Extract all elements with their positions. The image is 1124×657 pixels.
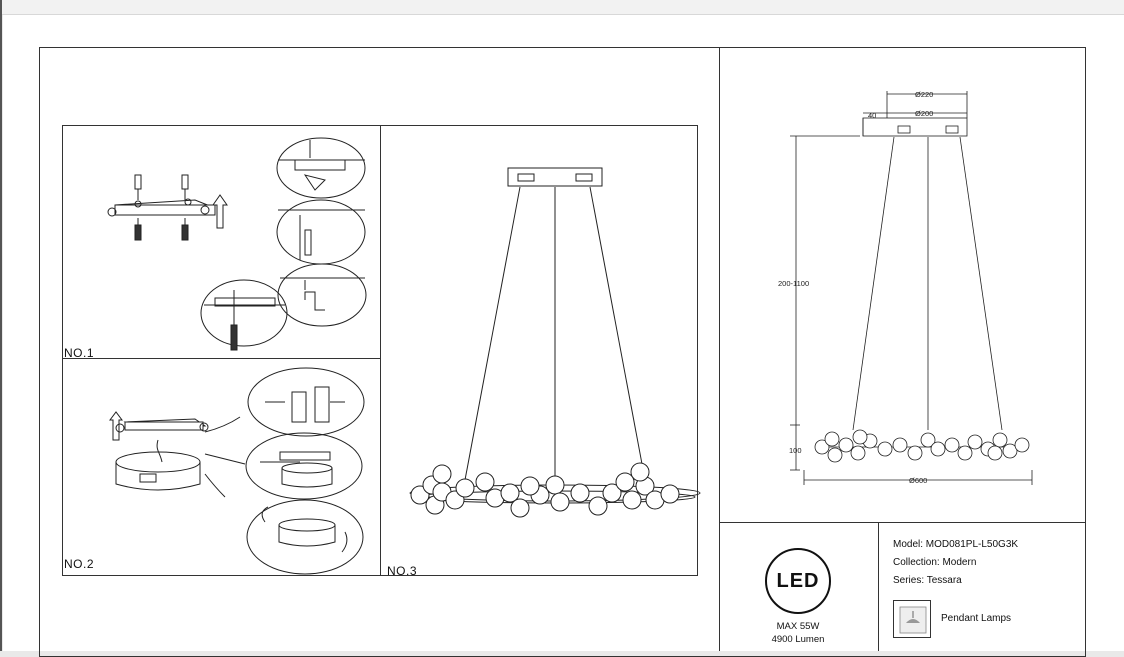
- led-badge-text: LED: [776, 569, 820, 592]
- step3-panel: [380, 125, 698, 576]
- step1-label: NO.1: [64, 346, 95, 360]
- dim-canopy-height: 40: [868, 111, 876, 120]
- lumen-output: 4900 Lumen: [771, 634, 825, 645]
- pendant-dimension-drawing: Ø220 Ø200 40 200-1100 100 Ø600: [778, 90, 1033, 485]
- product-type: Pendant Lamps: [941, 613, 1012, 624]
- step3-label: NO.3: [387, 564, 418, 578]
- product-info: Model: MOD081PL-L50G3K Collection: Moder…: [893, 536, 1018, 590]
- led-badge: LED: [765, 548, 831, 614]
- viewer-toolbar: [0, 0, 1124, 15]
- dim-ring-height: 100: [789, 446, 802, 455]
- divider: [719, 522, 1086, 523]
- divider: [878, 522, 879, 651]
- pendant-perspective-drawing: [409, 167, 701, 518]
- step2-label: NO.2: [64, 557, 95, 571]
- divider: [719, 47, 720, 651]
- product-series: Series: Tessara: [893, 575, 962, 586]
- power-info: MAX 55W 4900 Lumen: [743, 620, 853, 646]
- viewer-edge: [0, 0, 2, 651]
- dim-canopy-inner: Ø200: [915, 109, 933, 118]
- dim-suspension-length: 200-1100: [778, 279, 809, 288]
- dim-ring-diameter: Ø600: [909, 476, 927, 485]
- product-model: Model: MOD081PL-L50G3K: [893, 539, 1019, 550]
- dim-canopy-outer: Ø220: [915, 90, 933, 99]
- wiring-illustration: [109, 367, 365, 575]
- mounting-bracket-illustration: [107, 137, 367, 351]
- max-power: MAX 55W: [776, 621, 820, 632]
- product-collection: Collection: Modern: [893, 557, 977, 568]
- pendant-lamp-icon: [893, 600, 931, 638]
